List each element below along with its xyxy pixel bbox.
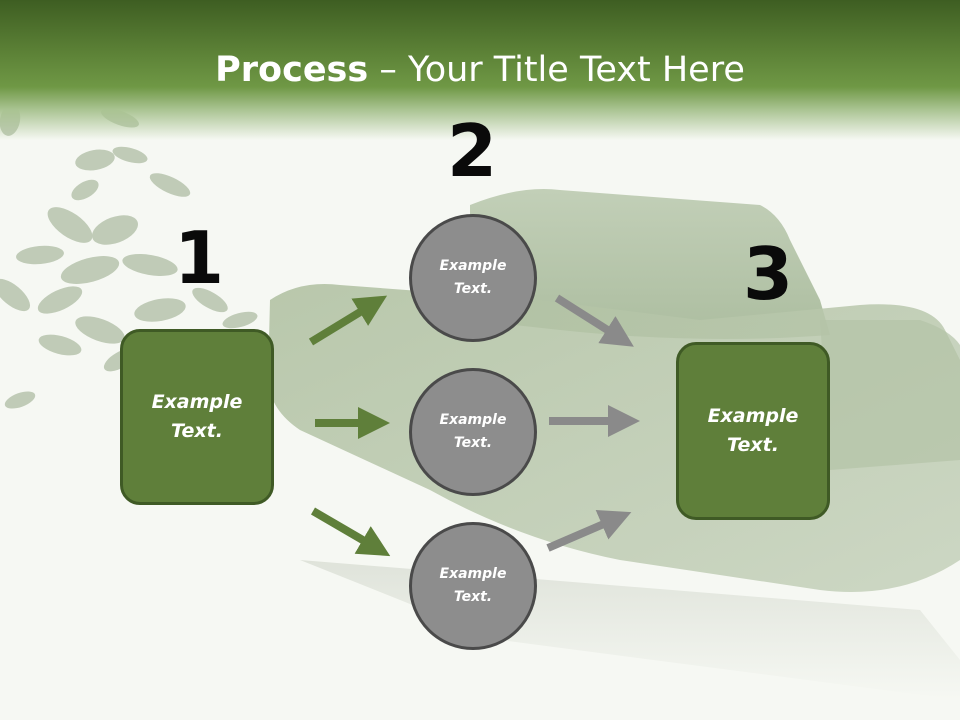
leaves-decoration [0, 104, 258, 409]
step-number-3: 3 [742, 232, 794, 316]
arrow-from-top-circle [554, 294, 634, 347]
grass-block-right [820, 320, 960, 470]
step-number-1: 1 [173, 216, 225, 300]
step-1-box[interactable]: Example Text. [120, 329, 274, 505]
step-1-text: Example Text. [151, 391, 243, 442]
step-3-text: Example Text. [707, 405, 799, 456]
title-bold: Process [215, 50, 369, 90]
arrow-to-top-circle [308, 295, 388, 346]
circle-top-text: Example Text. [439, 258, 507, 297]
slide-title[interactable]: Process – Your Title Text Here [0, 50, 960, 90]
circle-bottom-text: Example Text. [439, 566, 507, 605]
arrow-to-bottom-circle [310, 507, 391, 557]
circle-bottom[interactable]: Example Text. [409, 522, 537, 650]
title-rest: – Your Title Text Here [368, 50, 745, 90]
header-band [0, 0, 960, 140]
circle-middle-text: Example Text. [439, 412, 507, 451]
arrow-from-bottom-circle [546, 510, 632, 552]
circle-middle[interactable]: Example Text. [409, 368, 537, 496]
step-number-2: 2 [446, 109, 498, 193]
circle-top[interactable]: Example Text. [409, 214, 537, 342]
step-3-box[interactable]: Example Text. [676, 342, 830, 520]
